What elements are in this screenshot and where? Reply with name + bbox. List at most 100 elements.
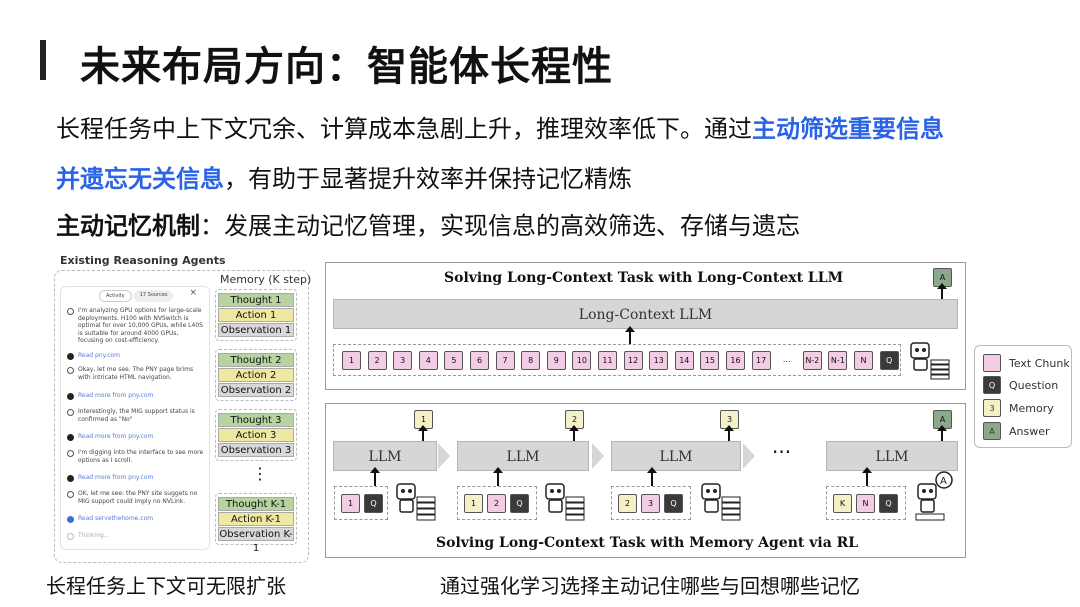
ellipsis: ···	[772, 440, 791, 464]
long-context-title: Solving Long-Context Task with Long-Cont…	[444, 270, 843, 286]
chat-message: OK, let me see: the PNY site suggets no …	[67, 490, 205, 505]
text-chunk-chip: N-1	[828, 351, 847, 370]
chat-message: Okay, let me see. The PNY page brims wit…	[67, 366, 205, 381]
memory-action: Action 1	[218, 308, 294, 322]
llm-block: LLM	[333, 441, 437, 471]
text-chunk-chip: 12	[624, 351, 643, 370]
chat-message-text: Okay, let me see. The PNY page brims wit…	[78, 366, 205, 381]
text-chunk-chip: 13	[649, 351, 668, 370]
tab-activity[interactable]: Activity	[99, 290, 132, 302]
paragraph-2-text: ：发展主动记忆管理，实现信息的高效筛选、存储与遗忘	[200, 212, 800, 240]
flow-arrow	[438, 443, 450, 469]
chat-message: Read more from pny.com	[67, 474, 205, 482]
chat-message: Read pny.com	[67, 352, 205, 360]
legend-item: A Answer	[983, 422, 1050, 440]
input-group: 1 2 Q	[457, 486, 537, 520]
llm-block: LLM	[826, 441, 958, 471]
chat-message-text: Read more from pny.com	[78, 474, 153, 482]
text-chunk-chip: 4	[419, 351, 438, 370]
read-icon	[67, 516, 74, 523]
tab-sources[interactable]: 17 Sources	[134, 290, 174, 302]
memory-step: Thought 3 Action 3 Observation 3	[215, 409, 297, 461]
arrow-up	[651, 472, 653, 486]
memory-swatch: 3	[983, 399, 1001, 417]
arrow-up	[422, 430, 424, 441]
paragraph-1-text: 长程任务中上下文冗余、计算成本急剧上升，推理效率低下。通过	[56, 115, 752, 143]
robot-reading-icon	[542, 481, 588, 523]
text-chunk-chip: 11	[598, 351, 617, 370]
arrow-up	[374, 472, 376, 486]
text-chunk-chip: 3	[641, 494, 660, 513]
paragraph-1-tail: ，有助于显著提升效率并保持记忆精炼	[224, 165, 632, 193]
chat-message-text: Read pny.com	[78, 352, 120, 360]
memory-step: Thought 2 Action 2 Observation 2	[215, 349, 297, 401]
chat-message: Read more from pny.com	[67, 392, 205, 400]
read-icon	[67, 393, 74, 400]
flow-arrow	[592, 443, 604, 469]
arrow-up	[497, 472, 499, 486]
input-group: 1 Q	[334, 486, 388, 520]
chat-message: Interestingly, the MIG support status is…	[67, 408, 205, 423]
flow-arrow	[743, 443, 755, 469]
arrow-up	[866, 472, 868, 486]
caption-right: 通过强化学习选择主动记住哪些与回想哪些记忆	[440, 570, 860, 599]
caption-left: 长程任务上下文可无限扩张	[46, 570, 286, 599]
chat-message-text: Read servethehome.com	[78, 515, 153, 523]
llm-block: LLM	[611, 441, 741, 471]
memory-action: Action 2	[218, 368, 294, 382]
memory-thought: Thought 1	[218, 293, 294, 307]
text-chunk-swatch	[983, 354, 1001, 372]
chat-tabs: Activity 17 Sources	[99, 290, 173, 302]
text-chunk-chip: 6	[470, 351, 489, 370]
memory-observation: Observation K-1	[218, 527, 294, 541]
chat-message-text: I'm analyzing GPU options for large-scal…	[78, 307, 205, 345]
memory-action: Action 3	[218, 428, 294, 442]
reasoning-icon	[67, 450, 74, 457]
input-group: 2 3 Q	[611, 486, 691, 520]
memory-step: Thought 1 Action 1 Observation 1	[215, 289, 297, 341]
robot-reading-icon	[393, 481, 439, 523]
legend-item: Text Chunk	[983, 354, 1070, 372]
question-chip: Q	[880, 351, 899, 370]
answer-swatch: A	[983, 422, 1001, 440]
legend-label: Question	[1009, 379, 1058, 392]
legend-label: Answer	[1009, 425, 1050, 438]
memory-observation: Observation 2	[218, 383, 294, 397]
chat-message-text: OK, let me see: the PNY site suggets no …	[78, 490, 205, 505]
text-chunk-chip: 8	[521, 351, 540, 370]
chunk-row: 1234567891011121314151617...N-2N-1NQ	[333, 344, 901, 376]
llm-block: LLM	[457, 441, 589, 471]
memory-observation: Observation 3	[218, 443, 294, 457]
reasoning-icon	[67, 367, 74, 374]
arrow-up	[629, 331, 631, 344]
memory-observation: Observation 1	[218, 323, 294, 337]
text-chunk-chip: N	[856, 494, 875, 513]
chat-message-text: Read more from pny.com	[78, 433, 153, 441]
read-icon	[67, 475, 74, 482]
arrow-up	[941, 288, 943, 299]
page-title: 未来布局方向：智能体长程性	[80, 34, 613, 92]
text-chunk-chip: 5	[444, 351, 463, 370]
text-chunk-chip: 17	[752, 351, 771, 370]
memory-ellipsis: ⋮	[252, 464, 268, 483]
memory-chip: K	[833, 494, 852, 513]
agents-title: Existing Reasoning Agents	[60, 254, 226, 267]
highlight-1: 主动筛选重要信息	[752, 115, 944, 143]
question-chip: Q	[510, 494, 529, 513]
memory-thought: Thought 3	[218, 413, 294, 427]
chat-message-text: Interestingly, the MIG support status is…	[78, 408, 205, 423]
reasoning-icon	[67, 491, 74, 498]
text-chunk-chip: 3	[393, 351, 412, 370]
paragraph-1-cont: 并遗忘无关信息，有助于显著提升效率并保持记忆精炼	[56, 164, 632, 194]
arrow-up	[573, 430, 575, 441]
paragraph-2-label: 主动记忆机制	[56, 212, 200, 240]
close-icon[interactable]: ×	[189, 288, 197, 298]
question-chip: Q	[364, 494, 383, 513]
chat-message: Read servethehome.com	[67, 515, 205, 523]
thinking-icon	[67, 533, 74, 540]
chat-message: Read more from pny.com	[67, 433, 205, 441]
question-chip: Q	[664, 494, 683, 513]
memory-action: Action K-1	[218, 512, 294, 526]
